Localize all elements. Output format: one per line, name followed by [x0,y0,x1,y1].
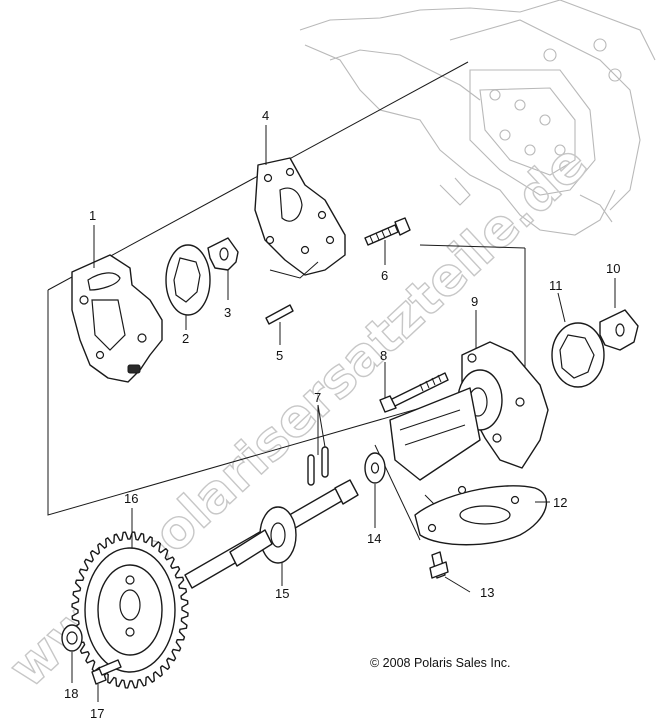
callout-18: 18 [64,686,78,701]
callout-5: 5 [276,348,283,363]
thrust-washer [364,452,386,484]
callout-9: 9 [471,294,478,309]
callout-14: 14 [367,531,381,546]
dowel-pin [265,304,294,325]
callout-7: 7 [314,390,321,405]
outer-rotor [165,244,211,316]
callout-1: 1 [89,208,96,223]
pump-shaft [184,479,359,589]
callout-2: 2 [182,331,189,346]
leader-lines [71,125,616,702]
callout-11: 11 [549,278,563,293]
scavenge-pump-housing [389,341,549,481]
callout-16: 16 [124,491,138,506]
pickup-screen [414,485,547,546]
callout-10: 10 [606,261,620,276]
drive-gear [71,531,189,689]
inner-rotor [207,237,239,271]
callout-12: 12 [553,495,567,510]
pump-cover-plate [254,157,346,279]
copyright-notice: © 2008 Polaris Sales Inc. [370,656,511,670]
bolt-6 [364,217,411,246]
callout-3: 3 [224,305,231,320]
callout-4: 4 [262,108,269,123]
callout-labels: 1 2 3 4 5 6 7 8 9 10 11 12 13 14 15 16 1… [64,108,620,721]
screw-13 [429,551,449,579]
callout-8: 8 [380,348,387,363]
callout-13: 13 [480,585,494,600]
seal [61,624,83,652]
bolt-17 [91,659,122,685]
inner-rotor-2 [599,309,639,351]
outer-rotor-2 [551,322,605,388]
callout-15: 15 [275,586,289,601]
callout-6: 6 [381,268,388,283]
bolt-8 [379,372,449,413]
engine-crankcase-outline [299,0,656,236]
pump-housing [71,254,163,383]
callout-17: 17 [90,706,104,721]
